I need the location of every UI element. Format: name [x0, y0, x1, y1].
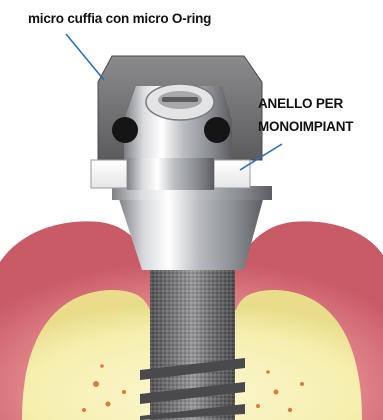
ring-label-line-2: MONOIMPIANT	[258, 115, 353, 138]
ring-right	[214, 160, 250, 188]
ring-label: ANELLO PER MONOIMPIANT	[258, 92, 353, 138]
ring-left	[91, 160, 127, 188]
implant-screw	[140, 268, 245, 420]
abutment-shaft	[118, 196, 264, 270]
o-ring-right	[204, 117, 230, 143]
o-ring-left	[112, 117, 138, 143]
ring-label-line-1: ANELLO PER	[258, 92, 353, 115]
micro-cap-label: micro cuffia con micro O-ring	[28, 11, 211, 26]
leader-line-cap	[66, 34, 104, 80]
ring-center	[127, 158, 214, 190]
